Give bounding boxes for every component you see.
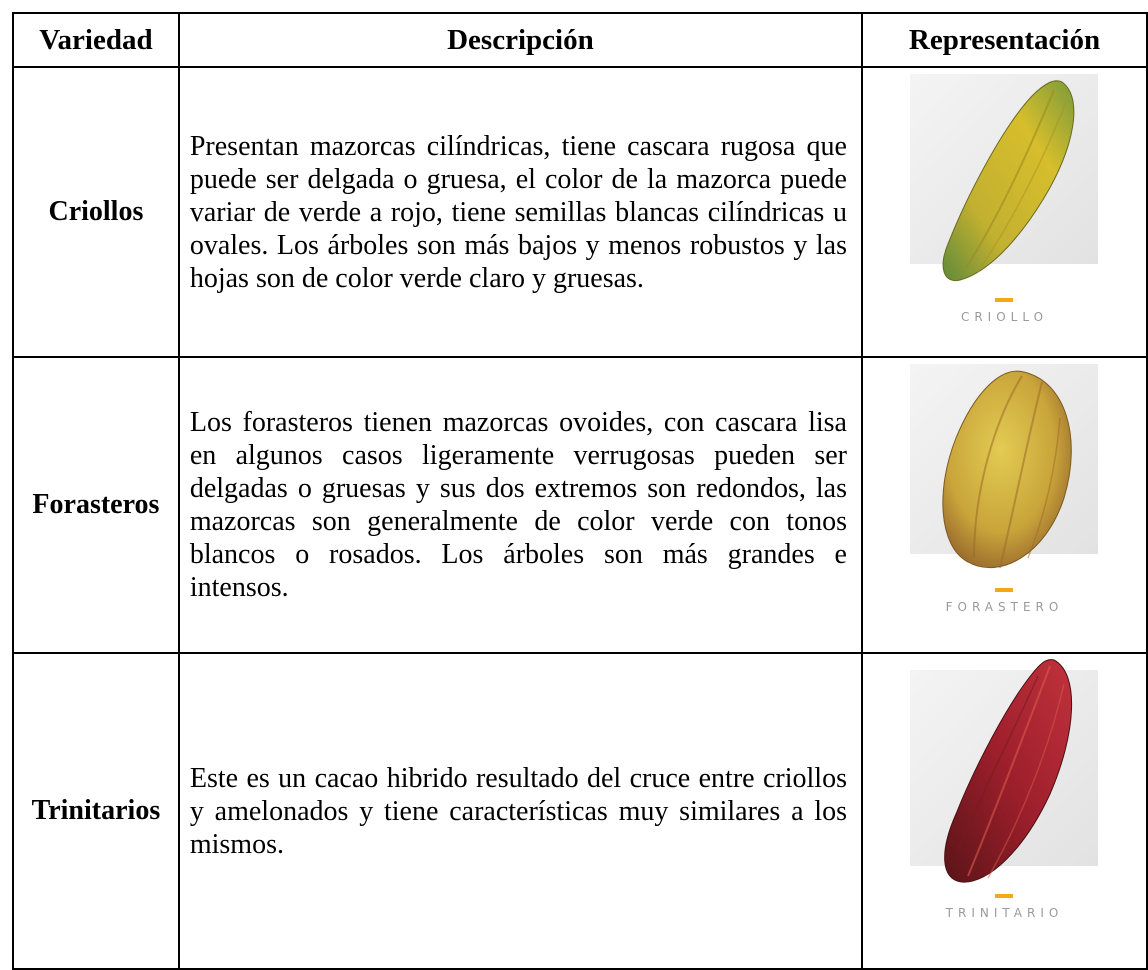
variety-name: Forasteros xyxy=(12,356,180,654)
representation-cell: CRIOLLO xyxy=(860,66,1148,358)
variety-description: Este es un cacao hibrido resultado del c… xyxy=(177,652,863,970)
cacao-varieties-table: Variedad Descripción Representación Crio… xyxy=(12,12,1148,970)
pod-label: TRINITARIO xyxy=(945,906,1064,920)
criollo-pod-image xyxy=(910,74,1099,282)
forastero-pod-image xyxy=(910,364,1099,569)
header-descripcion: Descripción xyxy=(177,12,863,68)
forastero-card: FORASTERO xyxy=(863,358,1146,652)
table-row: Trinitarios Este es un cacao hibrido res… xyxy=(12,652,1148,970)
trinitario-card: TRINITARIO xyxy=(863,654,1146,968)
label-dash xyxy=(995,588,1014,592)
pod-label: CRIOLLO xyxy=(960,310,1049,324)
cacao-varieties-table-wrapper: Variedad Descripción Representación Crio… xyxy=(12,12,1148,970)
variety-description: Presentan mazorcas cilíndricas, tiene ca… xyxy=(177,66,863,358)
criollo-card: CRIOLLO xyxy=(863,68,1146,356)
variety-name: Trinitarios xyxy=(12,652,180,970)
variety-description: Los forasteros tienen mazorcas ovoides, … xyxy=(177,356,863,654)
variety-name: Criollos xyxy=(12,66,180,358)
label-dash xyxy=(995,894,1014,898)
trinitario-pod-image xyxy=(910,659,1099,883)
representation-cell: FORASTERO xyxy=(860,356,1148,654)
pod-label: FORASTERO xyxy=(945,600,1064,614)
table-row: Criollos Presentan mazorcas cilíndricas,… xyxy=(12,66,1148,358)
header-variedad: Variedad xyxy=(12,12,180,68)
table-row: Forasteros Los forasteros tienen mazorca… xyxy=(12,356,1148,654)
header-representacion: Representación xyxy=(860,12,1148,68)
representation-cell: TRINITARIO xyxy=(860,652,1148,970)
header-row: Variedad Descripción Representación xyxy=(12,12,1148,68)
label-dash xyxy=(995,298,1014,302)
